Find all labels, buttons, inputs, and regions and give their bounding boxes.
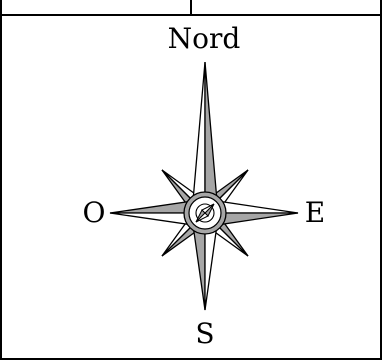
cardinal-points <box>109 61 299 311</box>
point-north-left <box>192 61 206 215</box>
header-divider <box>190 0 192 16</box>
hub-needle-d <box>195 212 209 223</box>
point-north-right <box>204 61 218 215</box>
header-band <box>0 0 382 16</box>
label-east: E <box>305 196 325 229</box>
label-west: O <box>83 196 106 229</box>
hub-needle-c <box>201 203 215 214</box>
label-north: Nord <box>168 22 241 55</box>
compass-hub <box>183 191 227 235</box>
label-south: S <box>195 317 214 350</box>
